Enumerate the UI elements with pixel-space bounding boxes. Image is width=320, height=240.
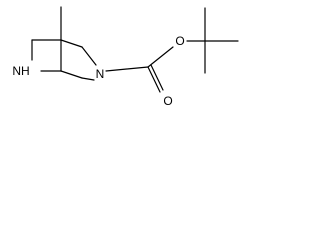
- bond-n-carbonyl: [105, 66, 149, 72]
- bond-pyrrolidine-n-bottom: [81, 77, 95, 81]
- bond-pyrrolidine-bottom: [60, 70, 83, 79]
- bond-pyrrolidine-n-top: [81, 46, 97, 66]
- atom-label-n: N: [96, 67, 105, 81]
- atom-label-nh: NH: [12, 64, 29, 78]
- bond-pyrrolidine-top: [60, 39, 83, 48]
- bond-carbonyl-double-2: [150, 64, 164, 91]
- atom-label-o-carbonyl: O: [163, 94, 172, 108]
- bond-carbonyl-o-ester: [147, 46, 174, 68]
- atom-label-o-ester: O: [175, 34, 184, 48]
- chemical-structure: NH N O O: [12, 6, 239, 108]
- bond-carbonyl-double-1: [147, 66, 161, 93]
